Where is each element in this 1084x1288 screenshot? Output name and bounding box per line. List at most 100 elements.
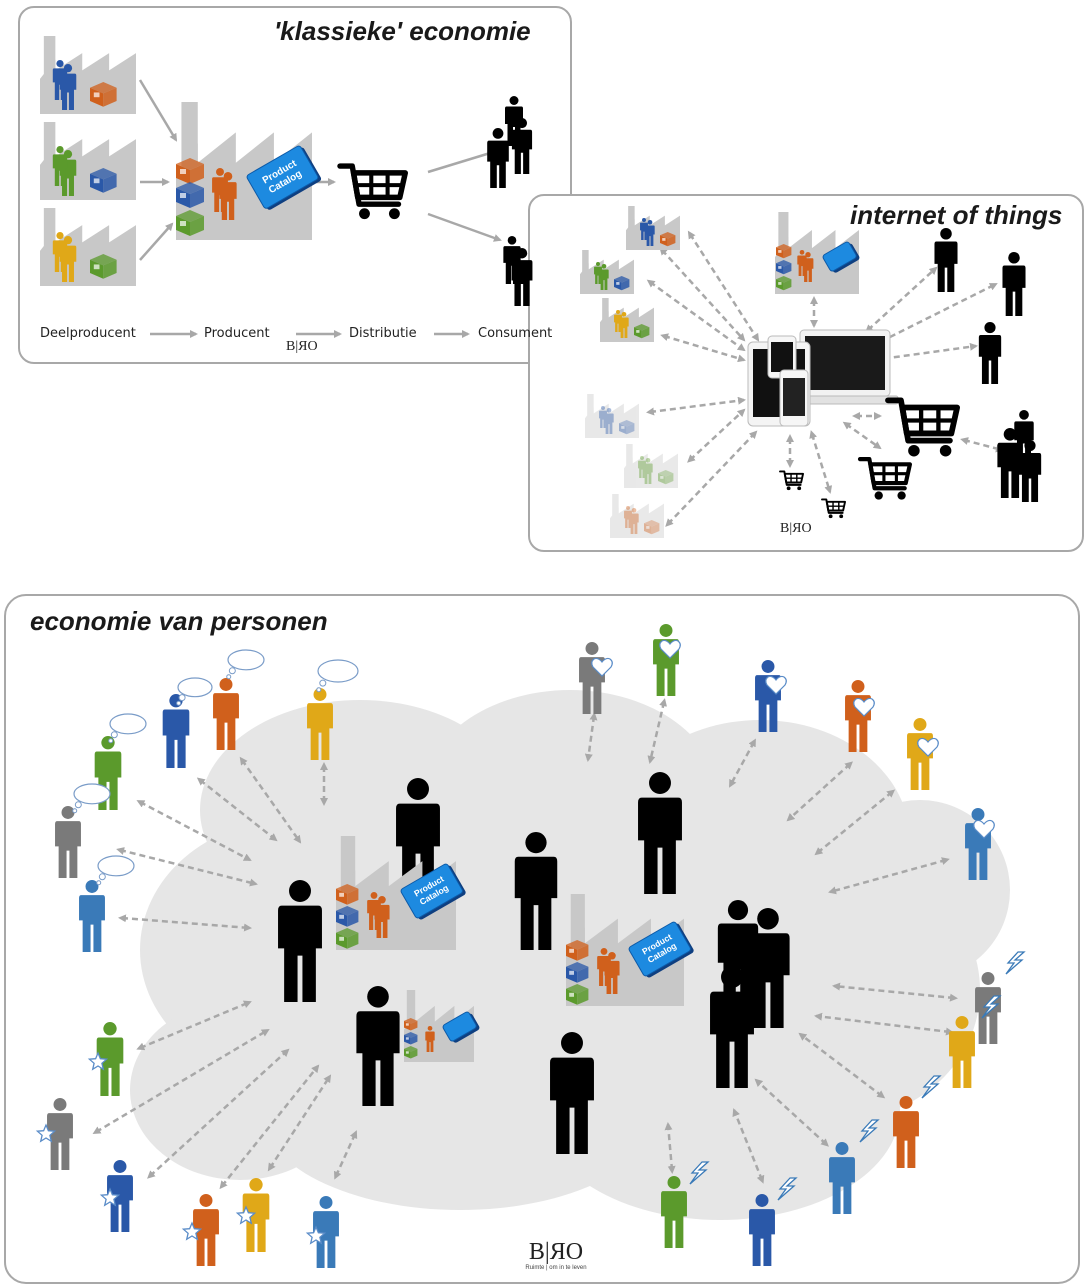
person-icon — [643, 458, 653, 484]
central-person — [746, 908, 790, 1028]
persons-title: economie van personen — [30, 606, 328, 636]
logo-iot: B|ЯO — [780, 522, 812, 536]
person-icon — [212, 168, 228, 212]
person-icon — [604, 408, 614, 434]
iot-cart-large-icon — [885, 397, 960, 457]
person-icon — [619, 312, 629, 338]
person-icon — [934, 228, 958, 292]
package-box-icon — [336, 884, 359, 905]
person-icon — [162, 694, 190, 768]
logo-tagline: Ruimte | om in te leven — [525, 1265, 587, 1271]
flow-arrow — [116, 847, 258, 887]
flow-arrow — [809, 430, 833, 494]
person-icon — [1018, 440, 1042, 502]
star-icon — [181, 1221, 203, 1241]
package-box-icon — [90, 254, 117, 279]
central-person — [638, 772, 682, 894]
thought-bubble-icon — [72, 783, 111, 814]
package-box-icon — [176, 158, 204, 184]
flow-arrow — [732, 1108, 765, 1184]
logo-classic: B|ЯO — [286, 340, 318, 354]
flow-arrow — [814, 789, 896, 856]
thought-bubble-icon — [96, 855, 135, 886]
person-icon — [47, 1098, 73, 1170]
person-icon — [614, 310, 622, 332]
person-icon — [640, 218, 648, 240]
heart-icon — [973, 819, 995, 839]
logo-persons: B|ЯO Ruimte | om in te leven — [520, 1240, 592, 1272]
person-icon — [624, 506, 632, 528]
flow-arrow — [828, 857, 950, 895]
heart-icon — [591, 657, 613, 677]
package-box-icon — [336, 906, 359, 927]
lightning-icon — [859, 1119, 880, 1143]
connected-devices-icon — [747, 329, 899, 427]
flow-arrow — [814, 1012, 954, 1036]
central-person — [550, 1032, 594, 1154]
thought-bubble-icon — [108, 713, 147, 744]
person-icon — [52, 232, 68, 272]
thought-bubble-icon — [226, 649, 265, 680]
person-icon — [1002, 252, 1026, 316]
person-icon — [52, 60, 68, 100]
person-icon — [997, 428, 1023, 498]
star-icon — [235, 1205, 257, 1225]
package-box-icon — [658, 470, 674, 485]
central-person — [278, 880, 322, 1002]
iot-cart-small-icon — [779, 470, 805, 491]
person-icon — [597, 948, 611, 986]
star-icon — [35, 1123, 57, 1143]
person-icon — [829, 1142, 855, 1214]
person-icon — [661, 1176, 687, 1248]
iot-producer-catalog — [822, 241, 860, 273]
lightning-icon — [981, 995, 1002, 1019]
flow-arrow — [664, 1122, 676, 1174]
lightning-icon — [921, 1075, 942, 1099]
factory-worker-group — [624, 506, 660, 535]
star-icon — [305, 1225, 327, 1245]
flow-arrow — [832, 982, 958, 1002]
lightning-icon — [1005, 951, 1026, 975]
person-icon — [52, 146, 68, 186]
flow-arrow — [92, 1028, 270, 1135]
person-icon — [511, 248, 533, 306]
person-icon — [511, 118, 533, 174]
stage-label-consumer: Consument — [478, 326, 553, 341]
flow-arrow — [870, 342, 978, 364]
logo-mark: B|ЯO — [528, 1239, 584, 1265]
person-icon — [425, 1026, 435, 1052]
flow-arrow — [728, 738, 756, 788]
flow-arrow — [687, 408, 746, 463]
person-icon — [487, 128, 509, 188]
flow-arrow — [219, 1064, 320, 1190]
package-box-icon — [90, 168, 117, 193]
person-icon — [313, 1196, 339, 1268]
iot-producer-factory — [775, 212, 859, 294]
flow-arrow — [646, 396, 746, 416]
heart-icon — [659, 639, 681, 659]
person-icon — [55, 806, 81, 878]
classic-title: 'klassieke' economie — [274, 16, 531, 46]
flow-arrow — [334, 1130, 358, 1180]
factory-worker-group — [638, 456, 674, 485]
flow-arrow — [665, 430, 758, 527]
star-icon — [99, 1187, 121, 1207]
central-person — [356, 986, 400, 1106]
iot-factory-orange-faded — [610, 494, 664, 538]
package-box-icon — [644, 520, 660, 535]
person-icon — [749, 1194, 775, 1266]
flow-arrow — [659, 247, 746, 342]
flow-arrow — [647, 698, 667, 764]
package-box-icon — [90, 82, 117, 107]
flow-arrow — [646, 279, 746, 352]
package-box-icon — [566, 940, 589, 961]
iot-cart-medium-icon — [857, 457, 912, 500]
stage-label-part-producer: Deelproducent — [40, 326, 136, 341]
package-box-icon — [776, 260, 792, 275]
heart-icon — [917, 737, 939, 757]
person-icon — [213, 678, 239, 750]
package-box-icon — [336, 928, 359, 949]
flow-arrow — [868, 282, 998, 348]
lightning-icon — [777, 1177, 798, 1201]
